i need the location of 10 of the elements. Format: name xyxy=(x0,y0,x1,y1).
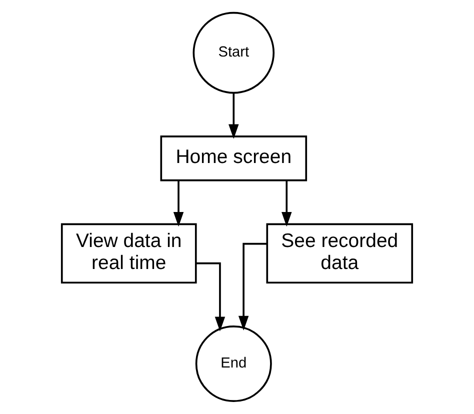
node-circle: Start xyxy=(192,12,275,94)
arrow xyxy=(282,180,292,227)
arrow xyxy=(238,242,267,331)
arrow xyxy=(196,262,226,332)
arrow xyxy=(173,180,184,227)
node-circle: End xyxy=(195,326,272,402)
node-box: Home screen xyxy=(160,136,308,182)
arrow xyxy=(228,92,239,139)
node-box: See recorded data xyxy=(266,223,414,284)
node-box: View data in real time xyxy=(60,223,197,284)
